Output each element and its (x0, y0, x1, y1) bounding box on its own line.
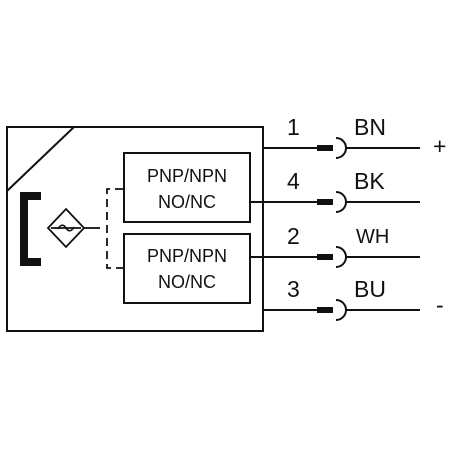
wire-2-color-code: BK (354, 168, 385, 194)
wire-3-color-code: WH (356, 226, 389, 248)
wire-2-pin-number: 4 (287, 168, 300, 194)
wire-3-pin-number: 2 (287, 223, 300, 249)
wire-4-pin-number: 3 (287, 276, 300, 302)
wire-4-color-code: BU (354, 276, 386, 302)
output-1-mode: NO/NC (158, 192, 216, 212)
connector-socket-icon (335, 191, 347, 213)
wire-3: 2 WH (250, 223, 420, 268)
wire-1-polarity: + (433, 133, 446, 159)
wire-2: 4 BK (250, 168, 420, 213)
inductive-sensor-symbol-icon (20, 192, 100, 266)
output-box-2 (123, 233, 251, 304)
housing-corner-diagonal (6, 126, 75, 192)
connector-socket-icon (335, 246, 347, 268)
wire-1-pin-number: 1 (287, 114, 300, 140)
wire-4: 3 BU - (263, 276, 444, 321)
output-box-1 (123, 152, 251, 223)
dashed-linkage (106, 188, 123, 269)
output-2-mode: NO/NC (158, 272, 216, 292)
sensor-housing (6, 126, 264, 332)
output-2-type: PNP/NPN (147, 246, 227, 266)
wire-4-polarity: - (436, 292, 444, 318)
connector-socket-icon (335, 137, 347, 159)
wire-1-color-code: BN (354, 114, 386, 140)
output-1-type: PNP/NPN (147, 166, 227, 186)
wire-1: 1 BN + (263, 114, 446, 159)
connector-socket-icon (335, 299, 347, 321)
